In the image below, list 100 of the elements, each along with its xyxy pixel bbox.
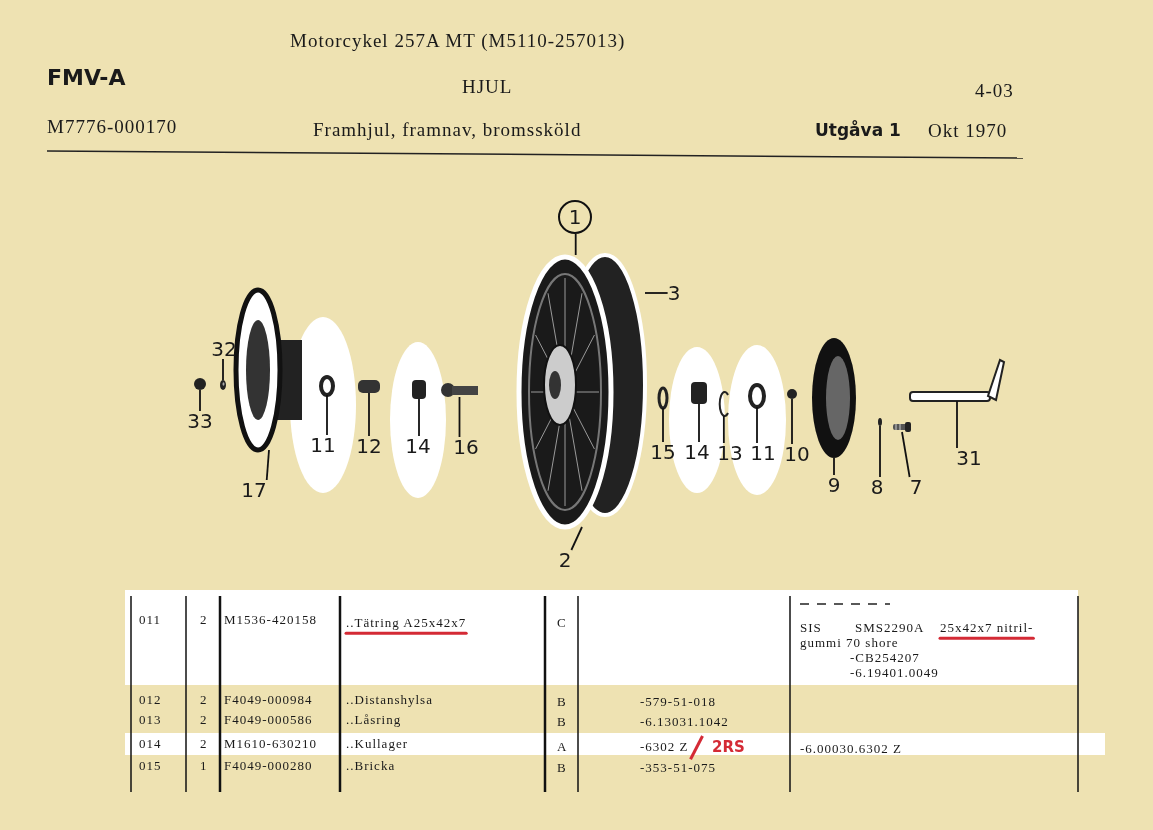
item-number: 013 [139,713,162,728]
reference-number: -6302 Z [640,740,689,755]
callout-number: 9 [827,475,841,495]
leader-line [833,457,835,476]
quantity: 2 [200,713,208,728]
item-number: 014 [139,737,162,752]
correction-text: 2RS [712,739,745,756]
quantity: 2 [200,613,208,628]
leader-line [199,389,201,412]
section-title: HJUL [462,77,513,98]
leader-line [791,398,793,445]
callout-number: 31 [956,448,982,468]
heading: Motorcykel 257A MT (M5110-257013) [290,31,626,52]
callout-number: 32 [211,339,237,359]
bearing-drawing [691,382,707,404]
cover-drawing [812,338,856,458]
leader-line [698,403,700,443]
leader-line [879,425,881,478]
leader-line [458,396,461,438]
leader-line [418,398,420,437]
part-number: M1610-630210 [224,737,317,752]
subtitle: Framhjul, framnav, bromssköld [313,120,582,141]
document-code: FMV-A [47,66,126,91]
leader-line [368,392,370,437]
washer-drawing [220,380,226,390]
standard-text: SIS [800,621,822,636]
callout-number: 11 [750,443,776,463]
part-name: ..Låsring [346,713,402,728]
reference-number: -CB254207 [850,651,920,666]
callout-number: 11 [310,435,336,455]
axle-drawing [909,358,1006,402]
washer-drawing [657,386,669,410]
edition-text: Utgåva 1 [815,121,901,140]
part-number: M1536-420158 [224,613,317,628]
quantity: 2 [200,737,208,752]
lock-ring-drawing [718,391,729,417]
callout-number: 3 [667,283,681,303]
callout-number: 1 [558,200,592,234]
callout-number: 12 [356,436,382,456]
callout-number: 7 [909,477,923,497]
catalogue-number: M7776-000170 [47,117,178,138]
quantity: 2 [200,693,208,708]
specification-text: gummi 70 shore [800,636,899,651]
brake-plate-drawing [233,287,302,453]
callout-number: 14 [405,436,431,456]
bolt-drawing [441,383,478,397]
page-number: 4-03 [975,81,1014,102]
wheel-drawing [516,253,647,530]
item-number: 015 [139,759,162,774]
nut-drawing [194,378,206,390]
leader-line [222,358,224,381]
leader-line [570,526,583,551]
part-name: ..Bricka [346,759,396,774]
category-code: B [557,761,567,776]
part-name: ..Distanshylsa [346,693,433,708]
callout-number: 13 [717,443,743,463]
reference-number: -6.13031.1042 [640,715,729,730]
leader-line [662,407,664,443]
callout-number: 14 [684,442,710,462]
pin-drawing [878,418,882,426]
reference-number: -6.19401.0049 [850,666,939,681]
part-number: F4049-000586 [224,713,313,728]
leader-line [901,431,911,478]
item-number: 012 [139,693,162,708]
category-code: A [557,740,568,755]
leader-line [574,233,577,256]
category-code: B [557,695,567,710]
part-name: ..Tätring A25x42x7 [346,616,467,631]
nut-drawing [787,389,797,399]
reference-number: -579-51-018 [640,695,716,710]
leader-line [326,394,328,436]
callout-number: 8 [870,477,884,497]
specification-text: 25x42x7 nitril- [940,621,1034,636]
part-name: ..Kullager [346,737,408,752]
category-code: C [557,616,567,631]
category-code: B [557,715,567,730]
bearing-drawing [412,380,426,399]
reference-number: -6.00030.6302 Z [800,742,903,757]
part-number: F4049-000280 [224,759,313,774]
callout-number: 10 [784,444,810,464]
leader-line [756,406,758,444]
spacer-drawing [358,380,380,393]
callout-number: 2 [558,550,572,570]
seal-ring-drawing [748,383,766,409]
leader-line [956,400,958,449]
seal-ring-drawing [319,375,335,397]
quantity: 1 [200,759,208,774]
screw-drawing [893,422,911,432]
callout-number: 17 [241,480,267,500]
date-text: Okt 1970 [928,121,1008,142]
standard-text: SMS2290A [855,621,925,636]
callout-number: 33 [187,411,213,431]
callout-number: 15 [650,442,676,462]
leader-line [722,415,725,444]
callout-number: 16 [453,437,479,457]
part-number: F4049-000984 [224,693,313,708]
reference-number: -353-51-075 [640,761,716,776]
leader-line [265,449,270,481]
leader-line [644,292,669,294]
item-number: 011 [139,613,162,628]
